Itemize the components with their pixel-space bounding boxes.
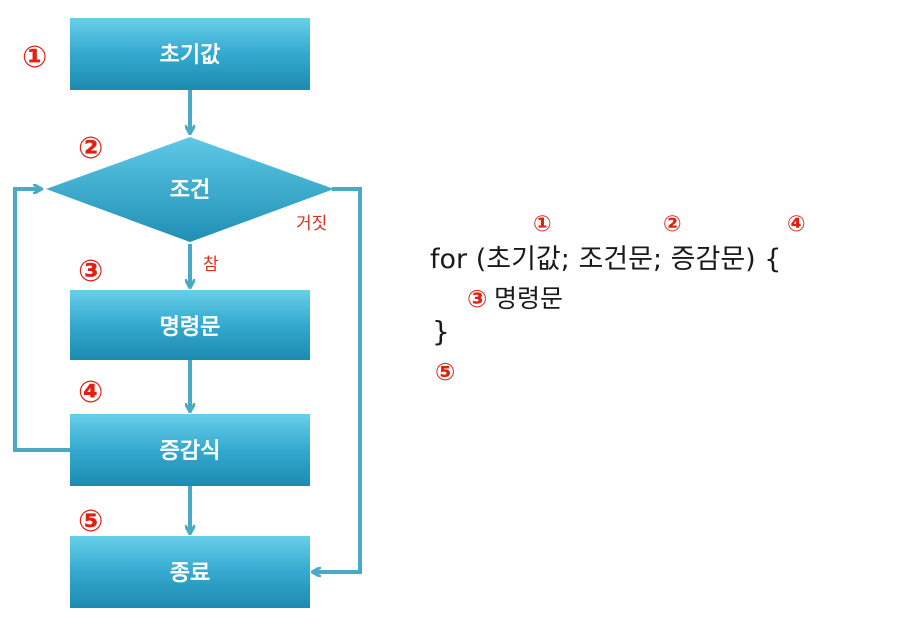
step-marker-4: ④ — [78, 375, 104, 410]
incr-label: 증감식 — [160, 439, 221, 464]
condition-diamond: 조건 — [46, 137, 334, 242]
stmt-label: 명령문 — [160, 315, 221, 340]
init-box: 초기값 — [70, 18, 310, 90]
code-marker-init: ① — [533, 212, 552, 237]
code-line-for: for (초기값; 조건문; 증감문) { — [430, 244, 782, 275]
flowchart: 초기값 조건 명령문 증감식 종료 — [13, 18, 362, 608]
code-marker-incr: ④ — [787, 212, 806, 237]
step-marker-3: ③ — [78, 254, 104, 289]
code-line-close: } — [432, 315, 450, 348]
arrow-loop-back — [13, 189, 70, 452]
cond-label: 조건 — [170, 178, 210, 203]
statement-box: 명령문 — [70, 290, 310, 360]
code-marker-end: ⑤ — [435, 358, 456, 386]
arrow-cond-false-to-end — [314, 187, 362, 572]
increment-box: 증감식 — [70, 414, 310, 486]
code-line-statement: 명령문 — [494, 284, 564, 313]
end-box: 종료 — [70, 536, 310, 608]
init-label: 초기값 — [160, 43, 221, 68]
step-marker-5: ⑤ — [78, 504, 104, 539]
step-marker-1: ① — [22, 40, 48, 75]
code-marker-stmt: ③ — [467, 285, 488, 313]
end-label: 종료 — [170, 561, 210, 586]
false-branch-label: 거짓 — [296, 214, 328, 234]
step-marker-2: ② — [78, 131, 104, 166]
code-marker-cond: ② — [663, 212, 682, 237]
connectors — [13, 90, 362, 572]
true-branch-label: 참 — [203, 255, 219, 275]
